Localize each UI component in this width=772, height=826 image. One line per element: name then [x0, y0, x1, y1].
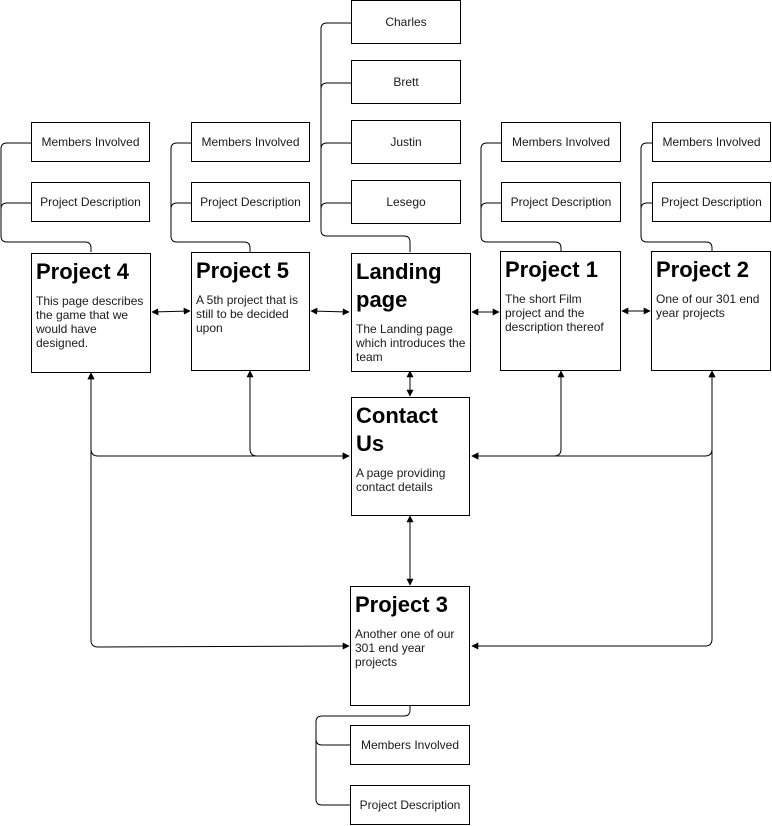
members-label: Members Involved	[662, 135, 761, 149]
description-label: Project Description	[661, 195, 762, 209]
page-description: A page providing contact details	[356, 466, 446, 494]
link-project5-contact	[246, 370, 350, 460]
page-description: The Landing page which introduces the te…	[356, 322, 466, 364]
page-title: Project 1	[505, 257, 598, 282]
members-label: Members Involved	[360, 738, 460, 752]
team-member-charles: Charles	[351, 0, 461, 44]
project1-members-box: Members Involved	[501, 122, 621, 162]
tree-project3	[315, 706, 411, 806]
description-label: Project Description	[40, 195, 141, 209]
description-label: Project Description	[359, 798, 461, 812]
link-project1-contact	[471, 370, 565, 460]
team-member-label: Charles	[385, 15, 427, 29]
team-member-label: Lesego	[386, 195, 426, 209]
page-description: The short Film project and the descripti…	[505, 292, 604, 334]
tree-project1	[480, 142, 562, 252]
members-label: Members Involved	[511, 135, 611, 149]
page-description: A 5th project that is still to be decide…	[196, 293, 299, 335]
team-member-brett: Brett	[351, 60, 461, 104]
page-title: Landing page	[356, 259, 442, 312]
members-label: Members Involved	[41, 135, 140, 149]
project4-description-box: Project Description	[31, 182, 150, 222]
tree-project5	[170, 142, 251, 252]
description-label: Project Description	[510, 195, 612, 209]
landing-page: Landing page The Landing page which intr…	[351, 253, 471, 372]
project3-members-box: Members Involved	[350, 725, 470, 765]
tree-project4	[0, 142, 92, 252]
page-description: Another one of our 301 end year projects	[355, 627, 455, 669]
description-label: Project Description	[200, 195, 301, 209]
project4-page: Project 4 This page describes the game t…	[31, 253, 151, 373]
project3-page: Project 3 Another one of our 301 end yea…	[350, 586, 470, 706]
project3-description-box: Project Description	[350, 785, 470, 825]
page-description: This page describes the game that we wou…	[36, 294, 144, 350]
page-title: Project 2	[656, 257, 749, 282]
page-title: Project 5	[196, 258, 289, 283]
project4-members-box: Members Involved	[31, 122, 150, 162]
link-project5-landing	[310, 307, 350, 316]
team-member-label: Justin	[390, 135, 422, 149]
team-member-lesego: Lesego	[351, 180, 461, 224]
project1-description-box: Project Description	[501, 182, 621, 222]
link-project4-contact	[87, 372, 350, 460]
members-label: Members Involved	[201, 135, 300, 149]
tree-project2	[640, 142, 713, 252]
page-title: Project 4	[36, 259, 129, 284]
page-title: Project 3	[355, 592, 448, 617]
link-project2-project3	[471, 370, 716, 650]
page-title: Contact Us	[356, 403, 438, 456]
contact-page: Contact Us A page providing contact deta…	[351, 397, 470, 516]
link-project2-contact	[471, 370, 716, 460]
tree-landing	[320, 22, 411, 252]
team-member-justin: Justin	[351, 120, 461, 164]
project5-description-box: Project Description	[191, 182, 310, 222]
project2-members-box: Members Involved	[652, 122, 771, 162]
team-member-label: Brett	[393, 75, 419, 89]
link-project4-project3	[87, 372, 350, 650]
page-description: One of our 301 end year projects	[656, 292, 760, 320]
project2-page: Project 2 One of our 301 end year projec…	[651, 251, 771, 371]
project1-page: Project 1 The short Film project and the…	[500, 251, 621, 371]
link-project4-project5	[151, 307, 191, 316]
project5-members-box: Members Involved	[191, 122, 310, 162]
project5-page: Project 5 A 5th project that is still to…	[191, 252, 310, 371]
project2-description-box: Project Description	[652, 182, 771, 222]
